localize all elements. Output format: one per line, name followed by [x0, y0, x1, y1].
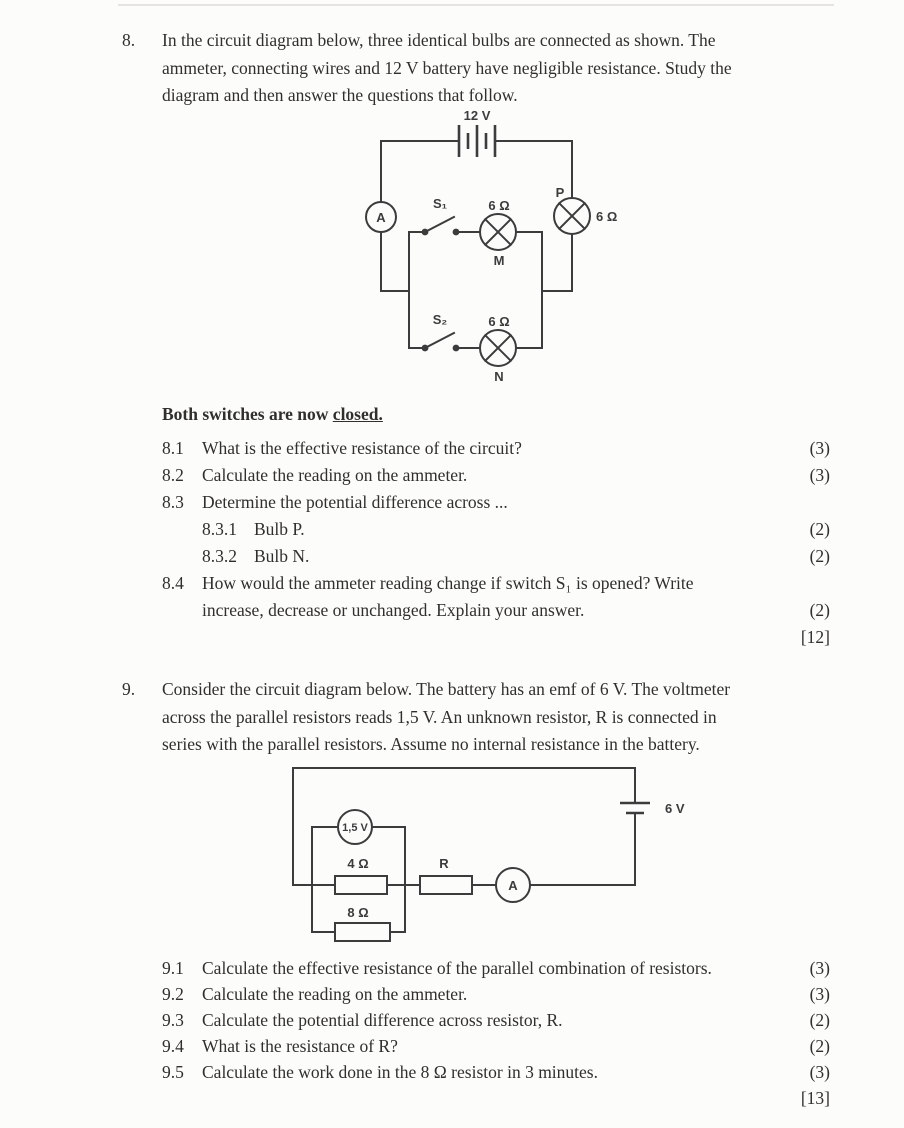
item-text: Bulb N. — [254, 546, 310, 566]
resistor-4ohm-symbol: 4 Ω — [334, 856, 388, 895]
question-item-9-5: 9.5 Calculate the work done in the 8 Ω r… — [162, 1059, 830, 1085]
circuit-diagram-q9: 6 V 1,5 V 4 Ω 8 Ω R A — [292, 767, 685, 942]
item-number: 8.2 — [162, 465, 184, 485]
subheading-switches-closed: Both switches are now closed. — [162, 401, 383, 428]
item-text: Bulb P. — [254, 519, 305, 539]
question9-number: 9. — [122, 679, 136, 699]
item-number: 8.3.1 — [202, 519, 237, 539]
item-text: Calculate the reading on the ammeter. — [202, 984, 468, 1004]
voltmeter-reading-label: 1,5 V — [342, 822, 368, 834]
voltmeter-symbol: 1,5 V — [337, 809, 373, 845]
item-marks: (3) — [809, 958, 830, 978]
bulb-N-label: N — [494, 369, 503, 384]
item-text: Calculate the effective resistance of th… — [202, 958, 712, 978]
item-text: What is the effective resistance of the … — [202, 438, 522, 458]
battery-symbol: 12 V — [457, 108, 497, 157]
item-number: 8.1 — [162, 438, 184, 458]
battery-voltage-label: 12 V — [464, 108, 491, 123]
item-marks: (2) — [809, 546, 830, 566]
switch1-label: S₁ — [433, 196, 447, 211]
item-number: 9.3 — [162, 1010, 184, 1030]
circuit-diagram-q8: 12 V A S₁ — [365, 108, 617, 384]
branch-switch1-bulbM: S₁ 6 Ω M — [408, 196, 543, 268]
question-item-8-2: 8.2 Calculate the reading on the ammeter… — [162, 462, 830, 489]
page-top-rule — [118, 4, 834, 6]
bulb-M-resistance-label: 6 Ω — [488, 198, 509, 213]
ammeter-label: A — [376, 210, 386, 225]
item-text: Determine the potential difference acros… — [202, 492, 508, 512]
ammeter-symbol: A — [495, 867, 531, 903]
connecting-wires — [380, 140, 573, 349]
item-number: 9.5 — [162, 1062, 184, 1082]
item-text: Calculate the reading on the ammeter. — [202, 465, 468, 485]
item-marks: (2) — [809, 519, 830, 539]
item-number: 8.4 — [162, 573, 184, 593]
question-item-8-3-1: 8.3.1 Bulb P. (2) — [162, 516, 830, 543]
item-number: 8.3 — [162, 492, 184, 512]
subheading-underlined: closed. — [332, 404, 383, 424]
item-marks: (3) — [809, 438, 830, 458]
item-number: 9.4 — [162, 1036, 184, 1056]
question-item-9-2: 9.2 Calculate the reading on the ammeter… — [162, 981, 830, 1007]
intro-line: diagram and then answer the questions th… — [162, 85, 518, 105]
question8-intro: 8. In the circuit diagram below, three i… — [122, 27, 810, 110]
resistor-R-symbol: R — [419, 856, 473, 895]
question-item-9-3: 9.3 Calculate the potential difference a… — [162, 1007, 830, 1033]
ammeter-symbol: A — [365, 201, 397, 233]
bulb-P-label: P — [556, 185, 565, 200]
resistor-8ohm-symbol: 8 Ω — [334, 905, 391, 942]
item-marks — [788, 489, 830, 516]
connecting-wires — [292, 767, 636, 933]
intro-line: ammeter, connecting wires and 12 V batte… — [162, 57, 732, 78]
item-text-line: increase, decrease or unchanged. Explain… — [202, 600, 585, 620]
item-text: Calculate the potential difference acros… — [202, 1010, 563, 1030]
item-marks: (2) — [809, 1036, 830, 1056]
bulb-P-resistance-label: 6 Ω — [596, 209, 617, 224]
item-number: 9.1 — [162, 958, 184, 978]
item-text: Calculate the work done in the 8 Ω resis… — [202, 1062, 598, 1082]
question-item-9-1: 9.1 Calculate the effective resistance o… — [162, 955, 830, 981]
resistor-8ohm-label: 8 Ω — [347, 905, 368, 920]
item-marks: (3) — [809, 1062, 830, 1082]
subheading-prefix: Both switches are now — [162, 404, 333, 424]
question-item-8-4: 8.4 How would the ammeter reading change… — [162, 570, 830, 624]
item-number: 8.3.2 — [202, 546, 237, 566]
item-text: How would the ammeter reading change if … — [202, 570, 788, 624]
question9-intro: 9. Consider the circuit diagram below. T… — [122, 676, 810, 759]
question9-intro-text: Consider the circuit diagram below. The … — [162, 676, 810, 759]
question8-list: 8.1 What is the effective resistance of … — [162, 435, 830, 651]
question8-intro-text: In the circuit diagram below, three iden… — [162, 27, 810, 110]
item-number: 9.2 — [162, 984, 184, 1004]
question9-total-marks: [13] — [800, 1088, 830, 1108]
bulb-N-resistance-label: 6 Ω — [488, 314, 509, 329]
intro-line: Consider the circuit diagram below. The … — [162, 679, 731, 699]
item-marks: (3) — [809, 984, 830, 1004]
item-marks: (2) — [809, 1010, 830, 1030]
resistor-4ohm-label: 4 Ω — [347, 856, 368, 871]
intro-line: across the parallel resistors reads 1,5 … — [162, 706, 717, 727]
question8-total-marks: [12] — [800, 627, 830, 647]
resistor-R-label: R — [439, 856, 449, 871]
question8-number: 8. — [122, 30, 136, 50]
question-item-8-3-2: 8.3.2 Bulb N. (2) — [162, 543, 830, 570]
branch-switch2-bulbN: S₂ 6 Ω N — [408, 312, 543, 384]
question-item-9-4: 9.4 What is the resistance of R? (2) — [162, 1033, 830, 1059]
item-marks: (3) — [809, 465, 830, 485]
question-item-8-1: 8.1 What is the effective resistance of … — [162, 435, 830, 462]
switch2-label: S₂ — [433, 312, 448, 327]
question-item-8-3: 8.3 Determine the potential difference a… — [162, 489, 830, 516]
battery-symbol: 6 V — [620, 801, 685, 816]
battery-voltage-label: 6 V — [665, 801, 685, 816]
question9-list: 9.1 Calculate the effective resistance o… — [162, 955, 830, 1111]
item-marks: (2) — [809, 600, 830, 620]
item-text: What is the resistance of R? — [202, 1036, 398, 1056]
item-text-line: How would the ammeter reading change if … — [202, 573, 694, 593]
intro-line: In the circuit diagram below, three iden… — [162, 30, 716, 50]
bulb-P-symbol: P 6 Ω — [553, 185, 617, 235]
ammeter-label: A — [508, 878, 518, 893]
intro-line: series with the parallel resistors. Assu… — [162, 734, 700, 754]
bulb-M-label: M — [494, 253, 505, 268]
